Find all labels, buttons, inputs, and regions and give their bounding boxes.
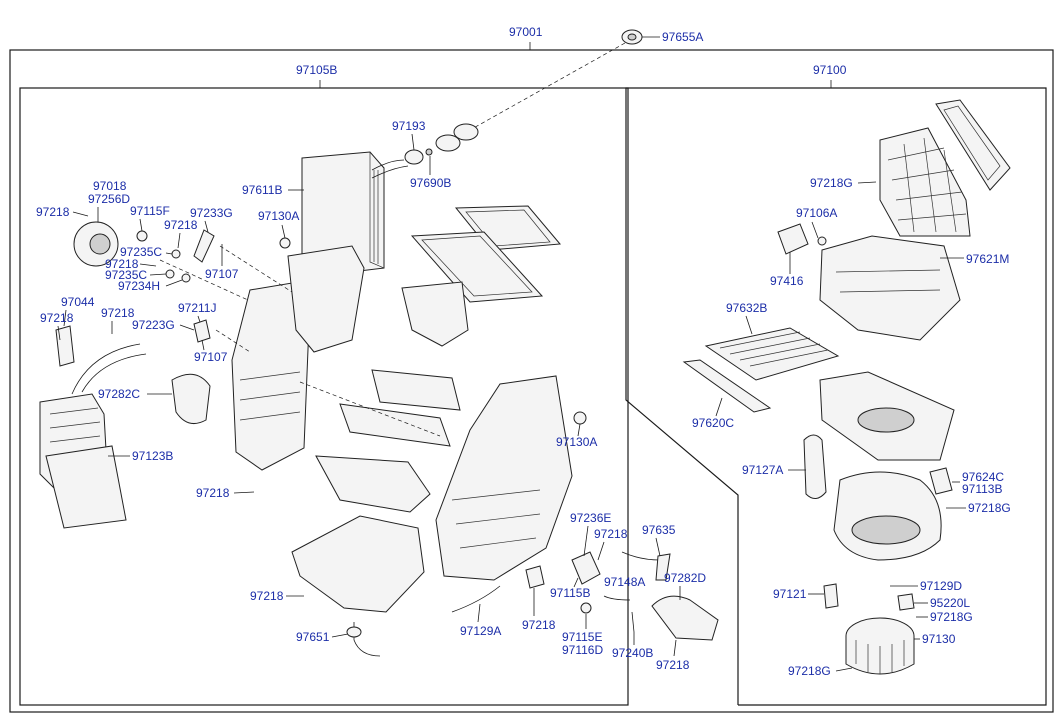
callout-97107-b[interactable]: 97107 — [194, 350, 228, 364]
heater-core-frame — [45, 445, 127, 529]
heater-duct-top — [287, 245, 365, 353]
callout-97624c[interactable]: 97624C — [962, 470, 1004, 484]
callout-97651[interactable]: 97651 — [296, 630, 330, 644]
callout-97218-g[interactable]: 97218 — [594, 527, 628, 541]
callout-97106a[interactable]: 97106A — [796, 206, 837, 220]
cabin-filter — [704, 327, 840, 381]
group-titles: 97001 97105B 97100 — [296, 25, 847, 88]
callout-97218-j[interactable]: 97218 — [656, 658, 690, 672]
callout-97115e[interactable]: 97115E — [562, 630, 602, 644]
callout-97632b[interactable]: 97632B — [726, 301, 767, 315]
callout-97611b[interactable]: 97611B — [242, 183, 282, 197]
callout-97218g-d[interactable]: 97218G — [788, 664, 831, 678]
callout-97218-d[interactable]: 97218 — [40, 311, 74, 325]
callout-97218-f[interactable]: 97218 — [196, 486, 230, 500]
heater-unit-number[interactable]: 97105B — [296, 63, 337, 77]
sensor-97121 — [823, 583, 839, 609]
lower-case — [291, 515, 425, 613]
callout-95220l[interactable]: 95220L — [930, 596, 970, 610]
callout-97130a-lower[interactable]: 97130A — [556, 435, 597, 449]
callout-97218-b[interactable]: 97218 — [164, 218, 198, 232]
intake-grille — [879, 127, 971, 237]
heater-parts — [39, 29, 719, 657]
bracket-97044 — [55, 325, 75, 367]
callout-97123b[interactable]: 97123B — [132, 449, 173, 463]
callout-97129a[interactable]: 97129A — [460, 624, 501, 638]
callout-97218-h[interactable]: 97218 — [522, 618, 556, 632]
callout-97223g[interactable]: 97223G — [132, 318, 175, 332]
callout-97116d[interactable]: 97116D — [562, 643, 603, 657]
filter-frame-lower — [410, 231, 544, 303]
callout-97240b[interactable]: 97240B — [612, 646, 653, 660]
blower-unit-frame — [625, 87, 1047, 706]
callout-97218-c[interactable]: 97218 — [105, 257, 139, 271]
callout-97130[interactable]: 97130 — [922, 632, 956, 646]
callout-97018[interactable]: 97018 — [93, 179, 127, 193]
callout-97107-a[interactable]: 97107 — [205, 267, 239, 281]
callout-97121[interactable]: 97121 — [773, 587, 807, 601]
callout-97282c[interactable]: 97282C — [98, 387, 140, 401]
callout-97235c-a[interactable]: 97235C — [120, 245, 162, 259]
seal-97127a — [803, 434, 827, 499]
filter-cover — [682, 359, 772, 413]
seal-ring-3 — [404, 149, 424, 165]
callout-97233g[interactable]: 97233G — [190, 206, 233, 220]
callout-97218-e[interactable]: 97218 — [101, 306, 135, 320]
seal-ring-2 — [435, 134, 461, 152]
callout-97115b[interactable]: 97115B — [550, 586, 590, 600]
callout-97655a[interactable]: 97655A — [662, 30, 703, 44]
callout-97690b[interactable]: 97690B — [410, 176, 451, 190]
callout-97635[interactable]: 97635 — [642, 523, 676, 537]
callout-97236e[interactable]: 97236E — [570, 511, 611, 525]
callout-97115f[interactable]: 97115F — [130, 204, 170, 218]
callout-97129d[interactable]: 97129D — [920, 579, 962, 593]
actuator-97106a — [777, 223, 809, 255]
intake-case — [819, 235, 961, 341]
frames — [9, 49, 1054, 713]
blower-parts — [682, 99, 1011, 675]
callout-97235c-b[interactable]: 97235C — [105, 268, 147, 282]
duct-97282d — [651, 595, 719, 641]
callout-97218g-b[interactable]: 97218G — [968, 501, 1011, 515]
heater-case-right — [435, 375, 573, 581]
callout-97148a[interactable]: 97148A — [604, 575, 645, 589]
callout-97416[interactable]: 97416 — [770, 274, 804, 288]
blower-unit-number[interactable]: 97100 — [813, 63, 847, 77]
callout-97282d[interactable]: 97282D — [664, 571, 706, 585]
lower-tray — [315, 455, 431, 513]
mode-door — [371, 369, 461, 411]
callout-97218-i[interactable]: 97218 — [250, 589, 284, 603]
callout-97234h[interactable]: 97234H — [118, 279, 160, 293]
callout-97218g-a[interactable]: 97218G — [810, 176, 853, 190]
callout-97193[interactable]: 97193 — [392, 119, 426, 133]
callout-97218g-c[interactable]: 97218G — [930, 610, 973, 624]
filter-frame-97621m — [935, 99, 1011, 191]
vent-duct — [401, 281, 469, 347]
callout-97256d[interactable]: 97256D — [88, 192, 130, 206]
seal-ring-1 — [453, 123, 479, 141]
temp-door — [339, 403, 451, 447]
duct-cover-97282c — [171, 373, 211, 425]
callout-97044[interactable]: 97044 — [61, 295, 95, 309]
callout-97211j[interactable]: 97211J — [178, 301, 216, 315]
callouts: 97655A 97193 97690B 97611B 97130A 97018 … — [36, 30, 1011, 678]
callout-97130a-upper[interactable]: 97130A — [258, 209, 299, 223]
callout-97113b[interactable]: 97113B — [962, 482, 1002, 496]
assembly-frame — [9, 49, 1054, 713]
callout-97621m[interactable]: 97621M — [966, 252, 1009, 266]
callout-97218-a[interactable]: 97218 — [36, 205, 70, 219]
resistor-97624c — [929, 467, 953, 495]
assembly-number[interactable]: 97001 — [509, 25, 543, 39]
heater-unit-frame — [19, 87, 629, 706]
callout-97127a[interactable]: 97127A — [742, 463, 783, 477]
callout-97620c[interactable]: 97620C — [692, 416, 734, 430]
